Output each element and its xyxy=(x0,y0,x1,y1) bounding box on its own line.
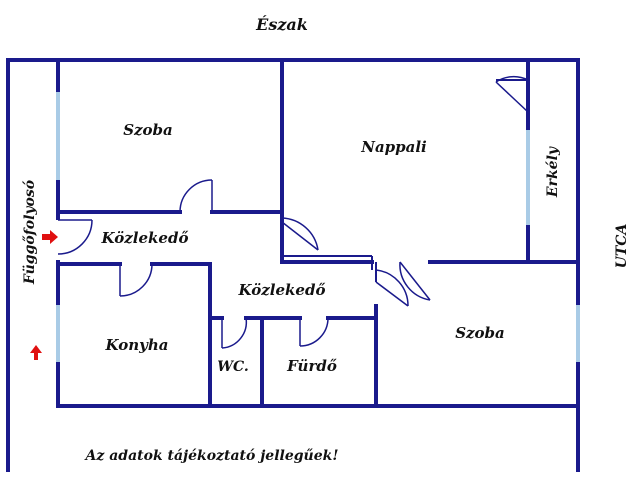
windows xyxy=(56,92,580,362)
disclaimer-text: Az adatok tájékoztató jellegűek! xyxy=(84,448,339,464)
room-balcony-label: Erkély xyxy=(545,146,561,198)
north-label: Észak xyxy=(255,14,308,34)
doors xyxy=(57,75,529,349)
room-kitchen-label: Konyha xyxy=(105,336,169,354)
room-bathroom-label: Fürdő xyxy=(286,357,337,375)
room-bedroom-top-label: Szoba xyxy=(123,121,173,139)
entrance-arrows xyxy=(30,230,58,360)
arrow-right-icon xyxy=(42,230,58,244)
outer-boundary xyxy=(6,58,580,472)
room-living-label: Nappali xyxy=(360,138,427,156)
corridor-label: Függőfolyosó xyxy=(22,180,38,285)
room-hall-lower-label: Közlekedő xyxy=(238,281,326,299)
room-wc-label: WC. xyxy=(217,359,249,375)
street-label: UTCA xyxy=(614,224,630,269)
room-hall-upper-label: Közlekedő xyxy=(101,229,189,247)
arrow-up-icon xyxy=(30,345,42,360)
room-bedroom-right-label: Szoba xyxy=(455,324,505,342)
interior-walls xyxy=(56,58,580,408)
